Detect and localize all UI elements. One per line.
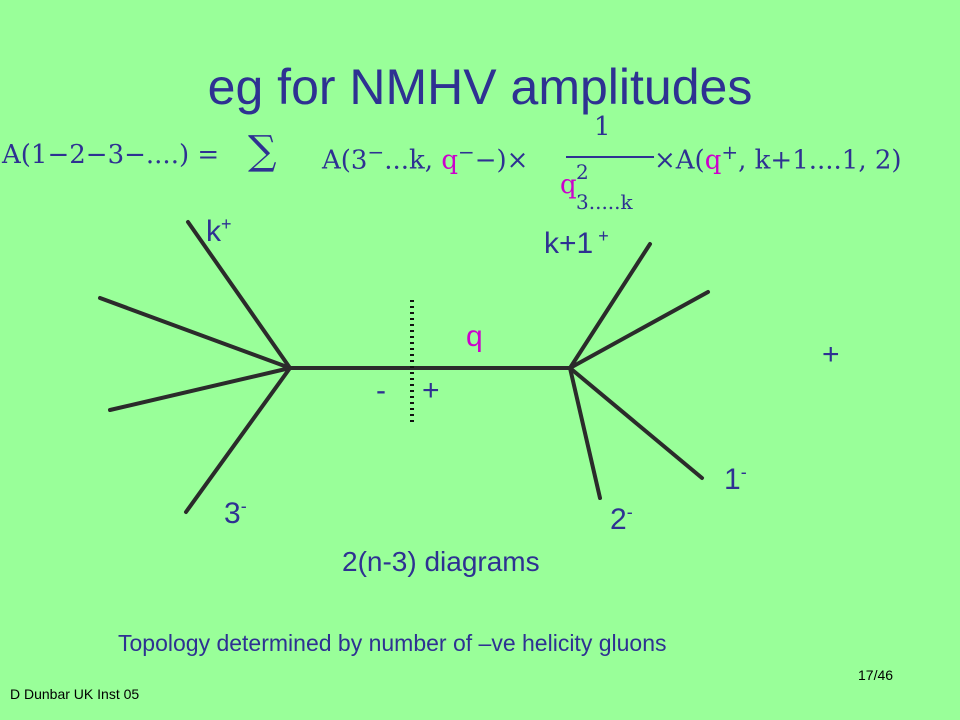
one-minus-sup: - (740, 462, 747, 482)
right-amp-a: ×A( (654, 145, 705, 176)
leg-upper-left (98, 296, 292, 370)
denominator-sup: 2 (576, 160, 589, 184)
leg-lower-left (108, 366, 292, 412)
label-plus: + (422, 374, 440, 407)
fraction-denominator: q (560, 170, 577, 200)
author-footer: D Dunbar UK Inst 05 (10, 686, 140, 702)
left-amp-sup: − (367, 140, 385, 164)
formula-right-amplitude: ×A(q+, k+1....1, 2) (654, 140, 902, 176)
leg-k-plus (186, 220, 292, 370)
leg-3-minus (184, 366, 292, 514)
page-number: 17/46 (858, 667, 894, 683)
two-minus-base: 2 (610, 503, 627, 536)
right-amp-q: q (704, 145, 722, 176)
three-minus-sup: - (240, 496, 247, 516)
left-amp-c: −)× (474, 145, 529, 176)
fraction-bar (566, 156, 654, 158)
label-2-minus: 2- (610, 502, 633, 537)
right-amp-b: , k+1....1, 2) (738, 145, 902, 176)
label-minus: - (376, 374, 386, 407)
denominator-q: q (560, 170, 577, 200)
leg-k1-plus (568, 242, 652, 370)
left-amp-q: q (441, 145, 458, 176)
one-minus-base: 1 (724, 463, 741, 496)
label-k-plus: k+ (206, 214, 232, 249)
leg-upper-right (568, 290, 710, 370)
k-plus-base: k (206, 215, 221, 248)
label-k1-plus: k+1 + (544, 226, 609, 261)
three-minus-base: 3 (224, 497, 241, 530)
sum-plus-sign: + (822, 338, 840, 371)
label-3-minus: 3- (224, 496, 247, 531)
label-q: q (466, 320, 483, 353)
formula-sum-symbol: ∑ (248, 128, 277, 174)
slide-title: eg for NMHV amplitudes (207, 59, 753, 115)
topology-note: Topology determined by number of –ve hel… (118, 630, 667, 656)
leg-2-minus (568, 366, 602, 500)
formula-lhs: A(1−2−3−....) = (2, 140, 220, 170)
two-minus-sup: - (626, 502, 633, 522)
leg-1-minus (568, 366, 704, 480)
k-plus-sup: + (221, 214, 232, 234)
left-amp-q-sup: − (457, 140, 475, 164)
left-amp-a: A(3 (322, 145, 368, 176)
formula-left-amplitude: A(3−...k, q−−)× (322, 140, 528, 176)
k1-plus-base: k+1 (544, 227, 594, 260)
nmhv-formula: A(1−2−3−....) = ∑ A(3−...k, q−−)× 1 q 2 … (0, 108, 960, 216)
diagram-count-caption: 2(n-3) diagrams (342, 546, 540, 577)
fraction-numerator: 1 (594, 112, 611, 142)
denominator-sub: 3.....k (576, 190, 633, 214)
label-1-minus: 1- (724, 462, 747, 497)
k1-plus-sup: + (593, 226, 609, 246)
left-amp-b: ...k, (384, 145, 442, 176)
right-amp-sup: + (721, 140, 739, 164)
